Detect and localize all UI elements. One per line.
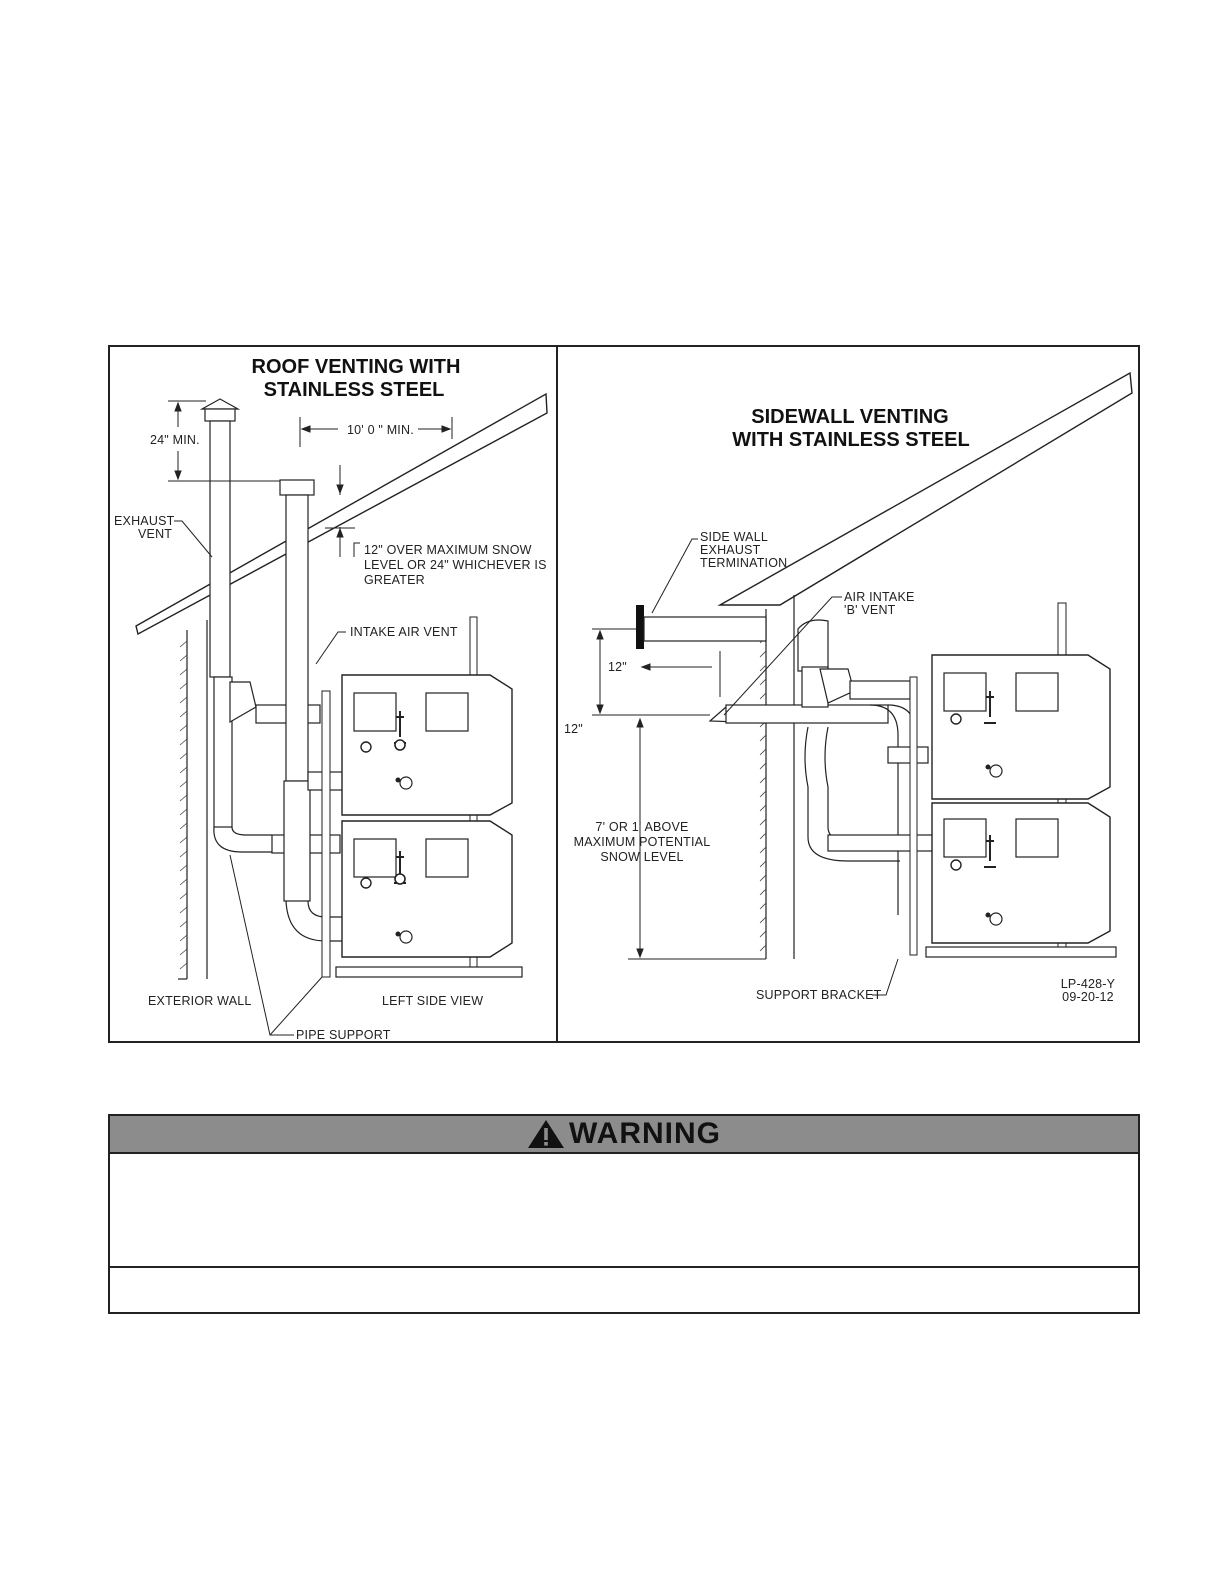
roof-slab (135, 392, 548, 636)
warning-body (110, 1154, 1138, 1268)
intake-leader (315, 631, 346, 665)
snow-level-label-1: 7' OR 1' ABOVE (595, 820, 688, 834)
venting-figure: ROOF VENTING WITH STAINLESS STEEL (108, 345, 1140, 1043)
roof-title-line2: STAINLESS STEEL (264, 379, 445, 401)
warning-header: WARNING (110, 1116, 1138, 1154)
intake-air-vent-label: INTAKE AIR VENT (350, 625, 458, 639)
sidewall-exhaust-termination (636, 605, 644, 649)
warning-footer (110, 1268, 1138, 1312)
sidewall-title-line1: SIDEWALL VENTING (751, 406, 948, 428)
drawing-number: LP-428-Y (1061, 977, 1116, 991)
warning-triangle-icon (528, 1120, 564, 1148)
dim-24-min-label: 24" MIN. (150, 433, 200, 447)
dimension-12-snow (325, 465, 355, 557)
exhaust-vent-label-1: EXHAUST (114, 514, 175, 528)
termination-label-2: EXHAUST (700, 543, 761, 557)
sidewall-title-line2: WITH STAINLESS STEEL (732, 429, 969, 451)
warning-label: WARNING (569, 1117, 721, 1150)
exterior-wall (178, 620, 208, 980)
sidewall-exhaust-pipe (643, 616, 767, 642)
dim-12-horizontal: 12" (608, 660, 627, 674)
sidewall-dim-lines (592, 628, 766, 960)
sidewall-intake-pipe (725, 704, 889, 724)
boiler-base (335, 966, 523, 978)
pipe-support-leader-2 (269, 976, 323, 1036)
intake-leader (723, 596, 842, 716)
snow-label-2: LEVEL OR 24" WHICHEVER IS (364, 558, 547, 572)
exterior-wall-label: EXTERIOR WALL (148, 994, 252, 1008)
pipe-support-label: PIPE SUPPORT (296, 1028, 391, 1041)
intake-label-2: 'B' VENT (844, 603, 896, 617)
sidewall-venting-diagram: SIDEWALL VENTING WITH STAINLESS STEEL (564, 371, 1133, 1004)
support-bracket-label: SUPPORT BRACKET (756, 988, 882, 1002)
snow-level-label-3: SNOW LEVEL (600, 850, 683, 864)
intake-label-1: AIR INTAKE (844, 590, 915, 604)
snow-label-1: 12" OVER MAXIMUM SNOW (364, 543, 532, 557)
pipe-support-post (321, 690, 331, 978)
boiler-upper (341, 674, 513, 816)
snow-level-label-2: MAXIMUM POTENTIAL (574, 835, 711, 849)
sidewall-roof (717, 371, 1133, 606)
panel-divider (556, 347, 558, 1041)
roof-venting-diagram: ROOF VENTING WITH STAINLESS STEEL (114, 356, 548, 1041)
drawing-date: 09-20-12 (1062, 990, 1114, 1004)
dimension-10-min (299, 417, 453, 447)
boiler-lower (341, 820, 513, 958)
snow-leader (353, 542, 360, 557)
sidewall-boiler-base (925, 946, 1117, 958)
warning-box: WARNING (108, 1114, 1140, 1314)
sidewall-boiler-upper (931, 654, 1111, 800)
left-side-view-label: LEFT SIDE VIEW (382, 994, 483, 1008)
termination-label-1: SIDE WALL (700, 530, 768, 544)
exhaust-leader (174, 520, 213, 558)
termination-label-3: TERMINATION (700, 556, 787, 570)
sidewall-support-post (909, 676, 918, 956)
dim-12-vertical: 12" (564, 722, 583, 736)
dim-10-min-label: 10' 0 " MIN. (347, 423, 414, 437)
sidewall-boiler-lower (931, 802, 1111, 944)
termination-leader (651, 538, 698, 614)
support-bracket-leader (872, 958, 899, 996)
snow-label-3: GREATER (364, 573, 425, 587)
intake-air-vent-pipe (279, 479, 346, 942)
sidewall-exterior-wall (759, 595, 795, 959)
dimension-24-min (168, 400, 280, 482)
roof-title-line1: ROOF VENTING WITH (252, 356, 461, 378)
exhaust-vent-label-2: VENT (138, 527, 172, 541)
